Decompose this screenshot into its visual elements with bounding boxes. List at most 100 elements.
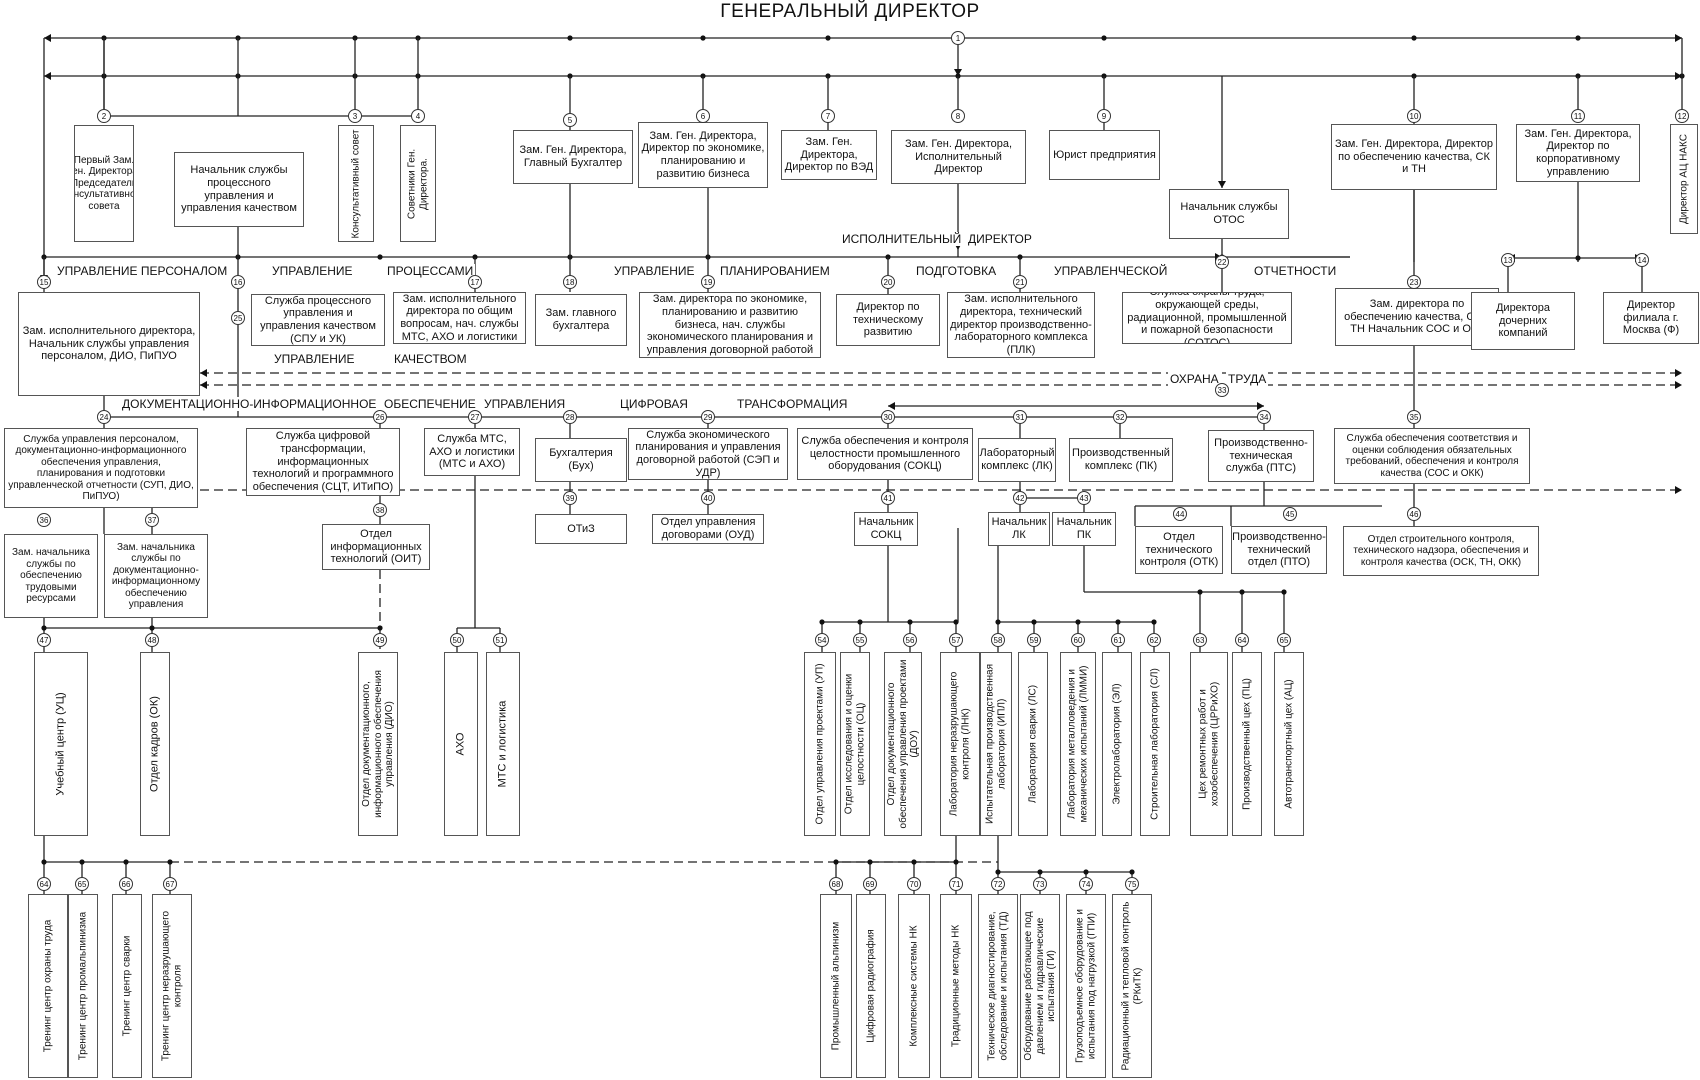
node-number: 41 — [881, 491, 895, 505]
junction-dot — [700, 35, 706, 41]
unit-box-b46: Отдел строительного контроля, техническо… — [1343, 526, 1539, 576]
unit-label: Отдел документационного обеспечения упра… — [885, 659, 920, 829]
node-number: 42 — [1013, 491, 1027, 505]
unit-box-b7: Зам. Ген. Директора, Директор по ВЭД — [781, 130, 877, 180]
junction-dot — [819, 619, 825, 625]
unit-box-b8: Зам. Ген. Директора, Исполнительный Дире… — [891, 130, 1026, 184]
junction-dot — [833, 859, 839, 865]
junction-dot — [41, 625, 47, 631]
unit-box-b39: ОТиЗ — [535, 514, 627, 544]
junction-dot — [1197, 589, 1203, 595]
band-label: ПОДГОТОВКА — [914, 264, 999, 278]
band-label: ОХРАНА — [1168, 372, 1221, 386]
node-number: 47 — [37, 633, 51, 647]
unit-box-b18: Зам. главного бухгалтера — [535, 294, 627, 346]
junction-dot — [149, 625, 155, 631]
node-number: 71 — [949, 877, 963, 891]
unit-label: Цех ремонтных работ и хозобеспечения (ЦР… — [1197, 681, 1221, 807]
node-number: 51 — [493, 633, 507, 647]
band-label: ДИРЕКТОР — [966, 232, 1034, 246]
unit-box-v73: Оборудование работающее под давлением и … — [1020, 894, 1060, 1078]
unit-box-b24: Служба управления персоналом, документац… — [4, 428, 198, 508]
node-number: 39 — [563, 491, 577, 505]
node-number: 67 — [163, 877, 177, 891]
band-label: ПЛАНИРОВАНИЕМ — [718, 264, 832, 278]
unit-box-b36: Зам. начальника службы по обеспечению тр… — [4, 534, 98, 618]
unit-box-b34: Производственно-техническая служба (ПТС) — [1208, 430, 1314, 482]
unit-box-b32: Производственный комплекс (ПК) — [1069, 438, 1173, 482]
unit-box-v65b: Тренинг центр промальпинизма — [68, 894, 98, 1078]
unit-box-b5: Зам. Ген. Директора, Главный Бухгалтер — [513, 130, 633, 184]
unit-label: Советники Ген. Директора. — [406, 148, 430, 219]
chart-title: ГЕНЕРАЛЬНЫЙ ДИРЕКТОР — [720, 1, 980, 22]
unit-box-b10: Зам. Ген. Директора, Директор по обеспеч… — [1331, 124, 1497, 190]
junction-dot — [41, 859, 47, 865]
node-number: 31 — [1013, 410, 1027, 424]
junction-dot — [123, 859, 129, 865]
junction-dot — [567, 35, 573, 41]
unit-box-v47: Учебный центр (УЦ) — [34, 652, 88, 836]
junction-dot — [1281, 589, 1287, 595]
node-number: 20 — [881, 275, 895, 289]
unit-box-b15: Зам. исполнительного директора, Начальни… — [18, 292, 200, 396]
node-number: 59 — [1027, 633, 1041, 647]
arrow-head — [200, 381, 207, 389]
unit-label: Техническое диагностирование, обследован… — [986, 911, 1010, 1061]
node-number: 1 — [951, 31, 965, 45]
node-number: 45 — [1283, 507, 1297, 521]
unit-label: Промышленный альпинизм — [830, 921, 842, 1051]
unit-label: Строительная лаборатория (СЛ) — [1149, 668, 1161, 820]
node-number: 5 — [563, 113, 577, 127]
unit-box-b27: Служба МТС, АХО и логистики (МТС и АХО) — [424, 428, 520, 476]
junction-dot — [79, 859, 85, 865]
unit-box-v68: Промышленный альпинизм — [820, 894, 852, 1078]
node-number: 48 — [145, 633, 159, 647]
unit-box-b31: Лабораторный комплекс (ЛК) — [978, 438, 1056, 482]
node-number: 15 — [37, 275, 51, 289]
unit-box-v55: Отдел исследования и оценки целостности … — [840, 652, 870, 836]
unit-box-b26: Служба цифровой трансформации, информаци… — [246, 428, 400, 496]
band-label: ПРОЦЕССАМИ — [385, 264, 476, 278]
unit-box-v66: Тренинг центр сварки — [112, 894, 142, 1078]
node-number: 75 — [1125, 877, 1139, 891]
junction-dot — [1101, 35, 1107, 41]
node-number: 2 — [97, 109, 111, 123]
junction-dot — [1037, 869, 1043, 875]
unit-box-v59: Лаборатория сварки (ЛС) — [1018, 652, 1048, 836]
unit-label: АХО — [454, 732, 467, 756]
junction-dot — [1151, 619, 1157, 625]
unit-box-b20: Директор по техническому развитию — [836, 294, 940, 346]
node-number: 21 — [1013, 275, 1027, 289]
unit-box-v49: Отдел документационного, информационного… — [358, 652, 398, 836]
junction-dot — [1129, 869, 1135, 875]
node-number: 14 — [1635, 253, 1649, 267]
unit-label: Лаборатория металловедения и механически… — [1066, 665, 1090, 823]
node-number: 40 — [701, 491, 715, 505]
unit-box-b6: Зам. Ген. Директора, Директор по экономи… — [638, 122, 768, 188]
unit-label: Отдел управления проектами (УП) — [814, 663, 826, 825]
unit-box-v64: Производственный цех (ПЦ) — [1232, 652, 1262, 836]
node-number: 37 — [145, 513, 159, 527]
node-number: 16 — [231, 275, 245, 289]
node-number: 54 — [815, 633, 829, 647]
unit-label: Отдел документационного, информационного… — [360, 670, 395, 818]
unit-box-v71: Традиционные методы НК — [940, 894, 972, 1078]
junction-dot — [953, 619, 959, 625]
node-number: 9 — [1097, 109, 1111, 123]
unit-box-b13: Директора дочерних компаний — [1471, 292, 1575, 350]
band-label: ЦИФРОВАЯ — [618, 397, 690, 411]
node-number: 69 — [863, 877, 877, 891]
unit-label: Лаборатория сварки (ЛС) — [1027, 684, 1039, 804]
junction-dot — [857, 619, 863, 625]
node-number: 56 — [903, 633, 917, 647]
unit-box-b11: Зам. Ген. Директора, Директор по корпора… — [1516, 124, 1640, 182]
junction-dot — [1075, 619, 1081, 625]
arrow-head — [1257, 402, 1264, 410]
node-number: 60 — [1071, 633, 1085, 647]
unit-label: Автотранспортный цех (АЦ) — [1283, 679, 1295, 809]
unit-label: Тренинг центр сварки — [121, 935, 133, 1037]
unit-box-v64b: Тренинг центр охраны труда — [28, 894, 68, 1078]
unit-box-b30: Служба обеспечения и контроля целостност… — [797, 428, 973, 480]
